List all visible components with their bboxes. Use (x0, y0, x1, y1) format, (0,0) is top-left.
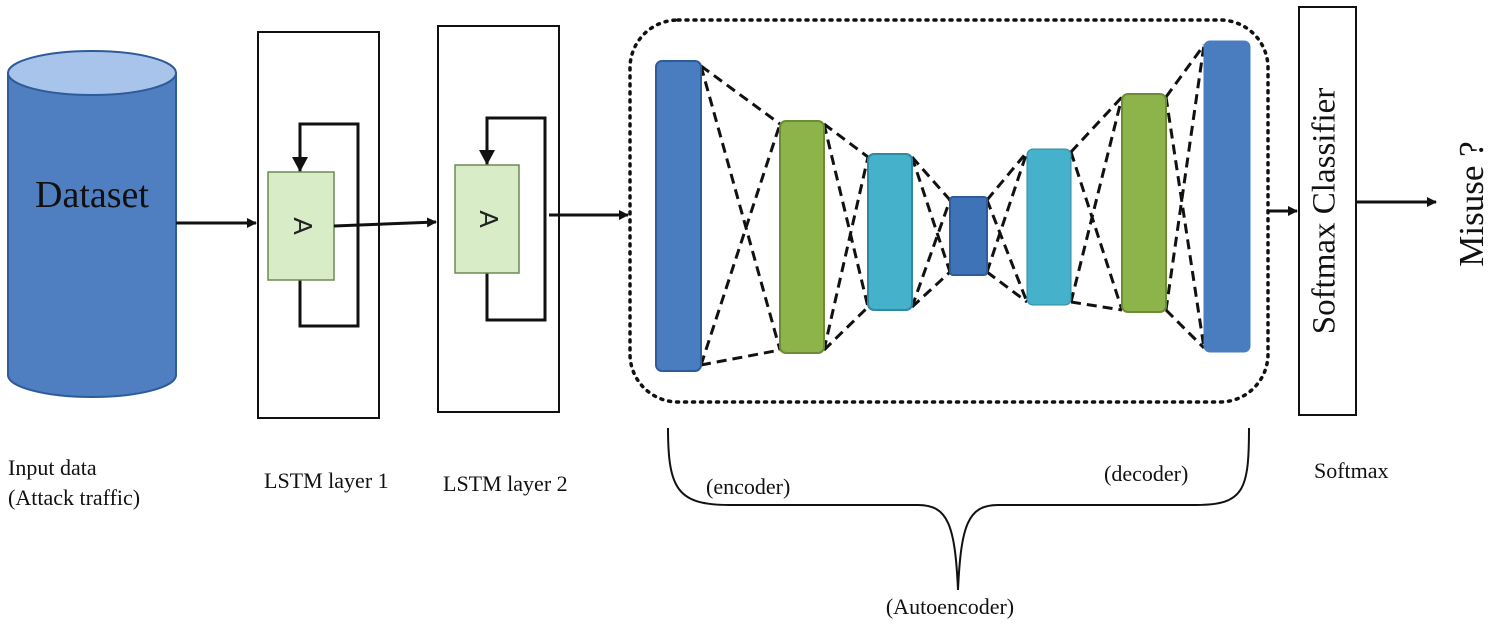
arrow-lstm1-to-lstm2 (333, 217, 437, 228)
decoder-label: (decoder) (1104, 461, 1188, 486)
output-label: Misuse ? (1452, 141, 1491, 266)
softmax-label: Softmax (1314, 458, 1389, 483)
encoder-hidden-layer-2 (867, 153, 913, 311)
autoencoder-label: (Autoencoder) (886, 594, 1014, 619)
encoder-hidden-layer-1 (779, 120, 825, 354)
dataset-cylinder: Dataset (7, 50, 177, 398)
latent-layer (949, 196, 988, 276)
lstm2-cell (454, 164, 520, 274)
autoencoder-connections (699, 44, 1206, 367)
autoencoder-brace (667, 427, 1250, 591)
input-label-line1: Input data (8, 455, 97, 480)
softmax-classifier-label: Softmax Classifier (1307, 88, 1343, 335)
decoder-output-layer (1203, 40, 1251, 353)
softmax-classifier: Softmax Classifier (1298, 6, 1357, 416)
lstm-layer-2: A (437, 25, 560, 413)
decoder-hidden-layer-1 (1026, 148, 1072, 306)
encoder-label: (encoder) (706, 474, 790, 499)
lstm1-cell (267, 171, 335, 281)
decoder-hidden-layer-2 (1121, 93, 1167, 313)
lstm2-recurrent-loop (485, 116, 547, 322)
lstm2-cell-label: A (474, 210, 504, 228)
dataset-label: Dataset (35, 174, 149, 216)
encoder-input-layer (655, 60, 702, 372)
lstm1-cell-label: A (288, 217, 318, 235)
lstm1-label: LSTM layer 1 (264, 468, 389, 493)
lstm-layer-1: A (257, 31, 380, 419)
input-label-line2: (Attack traffic) (8, 485, 140, 510)
lstm2-label: LSTM layer 2 (443, 471, 568, 496)
